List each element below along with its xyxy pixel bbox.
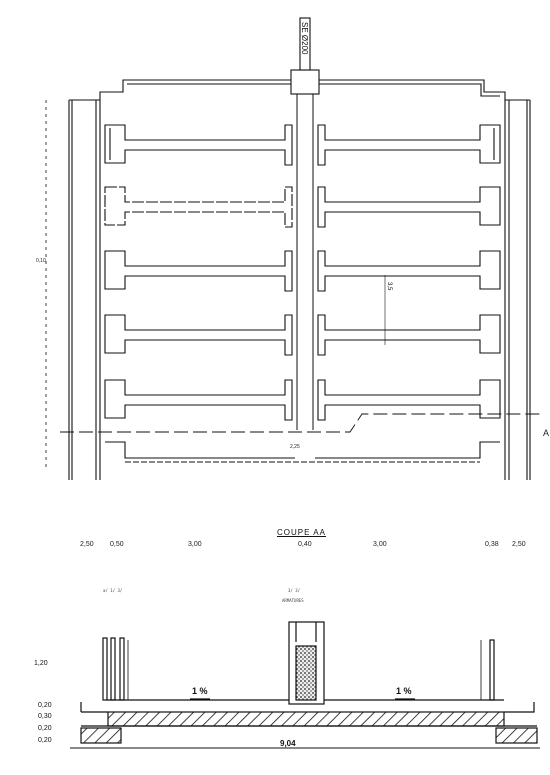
cell-row bbox=[104, 379, 501, 421]
left-level-1: 0,20 bbox=[38, 702, 52, 709]
pipe-label: SE Ø200 bbox=[300, 22, 309, 55]
cell-row bbox=[104, 314, 501, 356]
rebar-note-left: a/ 1/ 3/ bbox=[103, 588, 123, 593]
top-dim-6: 0,38 bbox=[485, 541, 499, 548]
section-aa-view bbox=[70, 621, 540, 749]
section-title: COUPE AA bbox=[277, 528, 326, 537]
small-dimension-label: 2,25 bbox=[290, 444, 300, 450]
left-level-3: 0,20 bbox=[38, 725, 52, 732]
top-dim-1: 2,50 bbox=[80, 541, 94, 548]
rebar-note-center: ARMATURES bbox=[282, 598, 304, 603]
left-level-2: 0,30 bbox=[38, 713, 52, 720]
left-level-4: 0,20 bbox=[38, 737, 52, 744]
cell-row bbox=[104, 124, 501, 166]
total-width-label: 9,04 bbox=[280, 739, 296, 748]
top-dim-2: 0,50 bbox=[110, 541, 124, 548]
slope-left-label: 1 % bbox=[192, 686, 208, 696]
left-height-label: 1,20 bbox=[34, 660, 48, 667]
section-line-aa bbox=[60, 275, 540, 433]
cell-row bbox=[104, 250, 501, 292]
cell-row bbox=[104, 186, 501, 228]
section-mark-label: A bbox=[543, 428, 550, 438]
plan-cell-rows bbox=[104, 124, 501, 463]
slope-right-label: 1 % bbox=[396, 686, 412, 696]
plan-view bbox=[45, 17, 531, 480]
vertical-dimension-label: 3,5 bbox=[386, 282, 392, 291]
top-dim-4: 0,40 bbox=[298, 541, 312, 548]
rebar-note-right: 3/ 3/ bbox=[288, 588, 301, 593]
top-dim-7: 2,50 bbox=[512, 541, 526, 548]
top-dim-3: 3,00 bbox=[188, 541, 202, 548]
top-dim-5: 3,00 bbox=[373, 541, 387, 548]
small-note-label: 0,10 bbox=[36, 258, 46, 264]
